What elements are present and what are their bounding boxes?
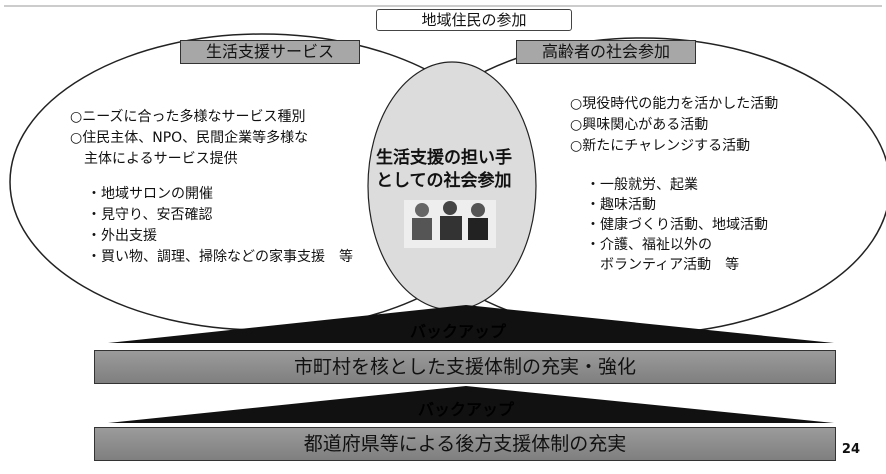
right-item-1: ・一般就労、起業 bbox=[586, 177, 698, 193]
center-line-1: 生活支援の担い手 bbox=[376, 148, 512, 168]
page-number: 24 bbox=[841, 442, 860, 457]
people-illustration-icon bbox=[404, 200, 496, 248]
left-bullet-2: ○住民主体、NPO、民間企業等多様な bbox=[70, 130, 309, 146]
left-item-3: ・外出支援 bbox=[87, 228, 157, 244]
left-item-1: ・地域サロンの開催 bbox=[87, 186, 213, 202]
left-bullet-3: 主体によるサービス提供 bbox=[70, 151, 238, 167]
right-item-2: ・趣味活動 bbox=[586, 197, 656, 213]
support-bar-2: 都道府県等による後方支援体制の充実 bbox=[94, 427, 836, 461]
backup-triangle-2 bbox=[108, 386, 834, 423]
backup-label-1: バックアップ bbox=[410, 322, 507, 341]
left-circle-label: 生活支援サービス bbox=[180, 40, 360, 64]
backup-label-2: バックアップ bbox=[418, 400, 515, 419]
right-circle-label: 高齢者の社会参加 bbox=[516, 40, 696, 64]
left-bullet-1: ○ニーズに合った多様なサービス種別 bbox=[70, 109, 306, 125]
right-item-4: ・介護、福祉以外の bbox=[586, 237, 712, 253]
support-bar-1: 市町村を核とした支援体制の充実・強化 bbox=[94, 350, 836, 384]
right-bullet-3: ○新たにチャレンジする活動 bbox=[570, 138, 751, 154]
left-item-4: ・買い物、調理、掃除などの家事支援 等 bbox=[87, 249, 353, 265]
backup-triangle-1 bbox=[108, 305, 834, 343]
header-title: 地域住民の参加 bbox=[376, 9, 572, 31]
right-bullet-2: ○興味関心がある活動 bbox=[570, 117, 709, 133]
left-item-2: ・見守り、安否確認 bbox=[87, 207, 213, 223]
right-bullet-1: ○現役時代の能力を活かした活動 bbox=[570, 96, 779, 112]
right-item-5: ボランティア活動 等 bbox=[586, 257, 740, 273]
center-line-2: としての社会参加 bbox=[376, 171, 512, 191]
right-item-3: ・健康づくり活動、地域活動 bbox=[586, 217, 768, 233]
